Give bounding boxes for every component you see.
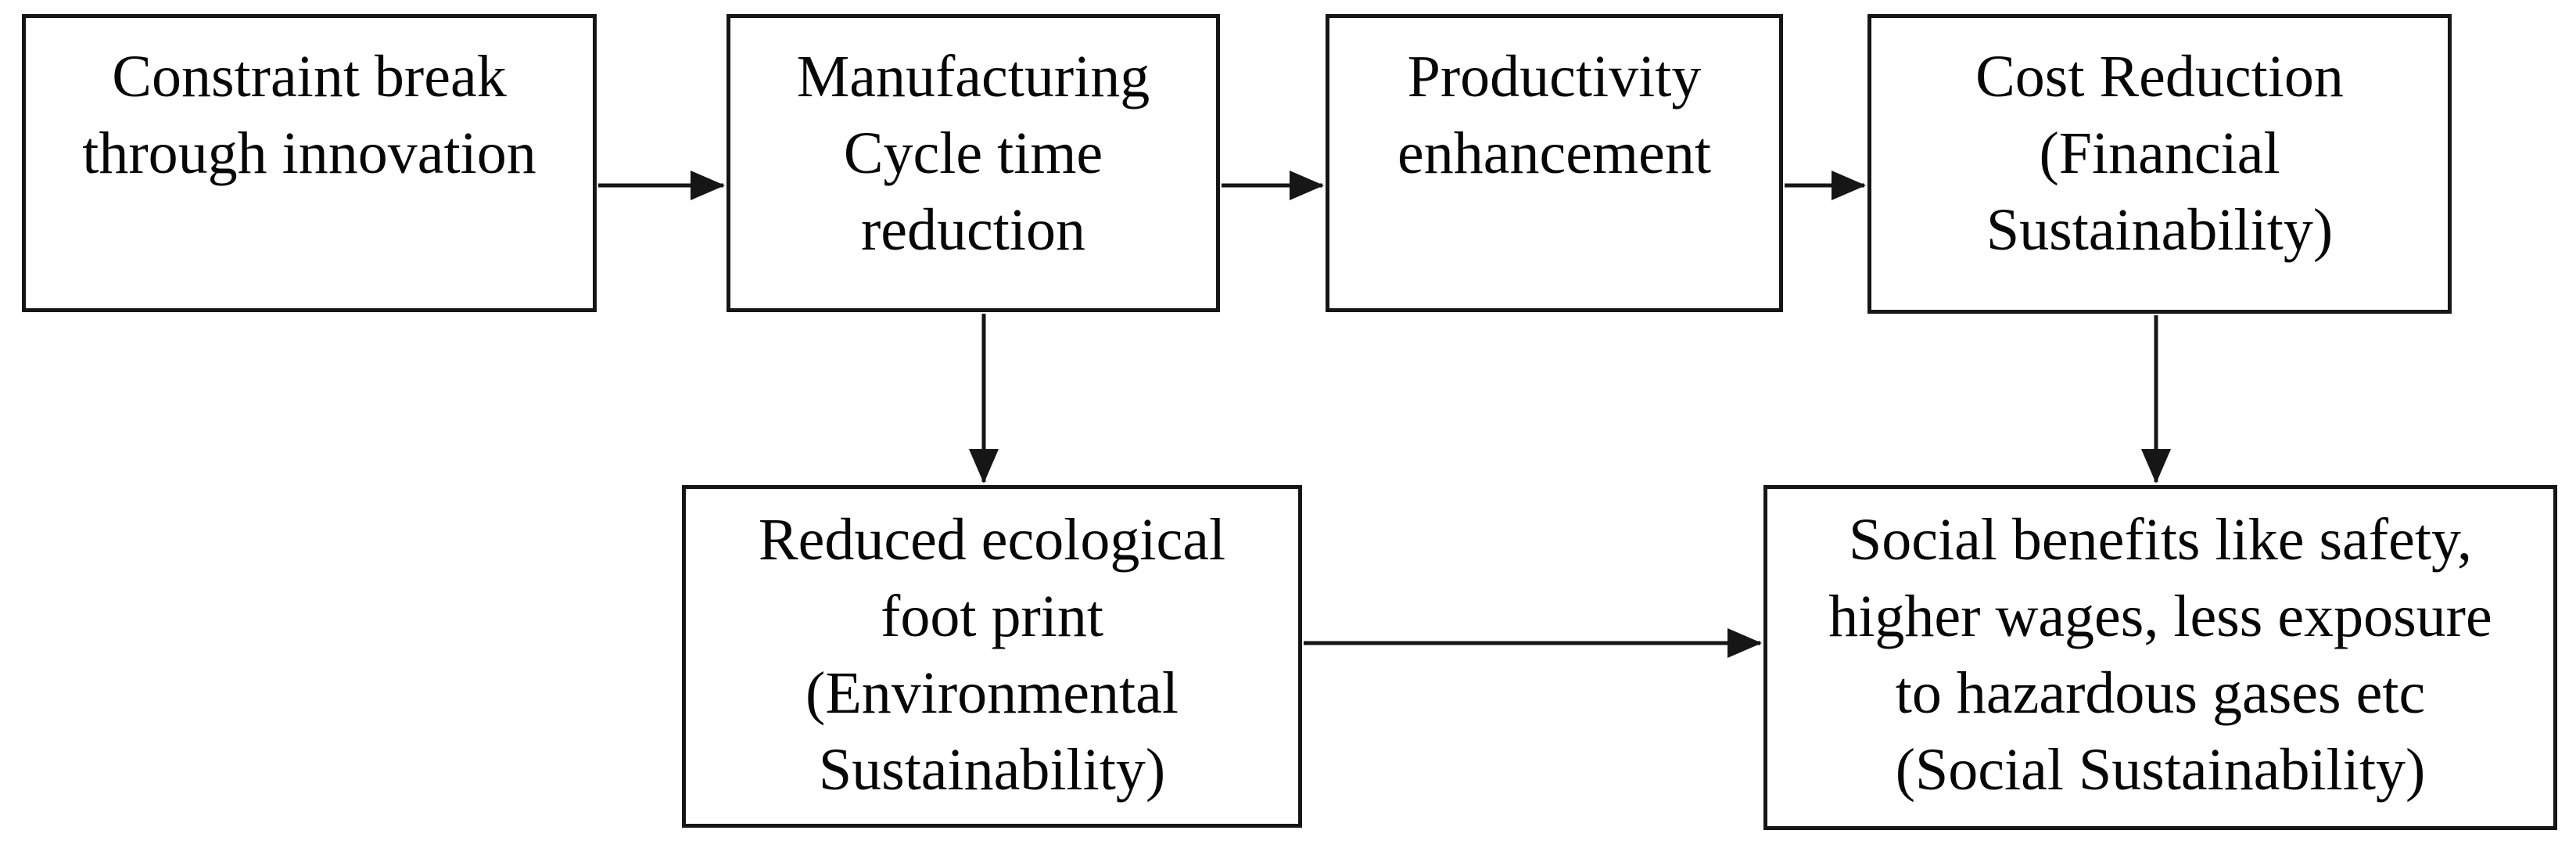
node-line: Sustainability) [1986,197,2334,263]
node-ecological-footprint: Reduced ecological foot print (Environme… [682,485,1302,828]
node-cycle-time-reduction: Manufacturing Cycle time reduction [727,14,1220,312]
node-line: (Environmental [805,660,1179,726]
node-social-benefits: Social benefits like safety, higher wage… [1763,485,2557,830]
node-line: through innovation [82,120,536,186]
node-productivity-enhancement: Productivity enhancement [1326,14,1783,312]
node-line: (Social Sustainability) [1895,737,2426,803]
node-line: Productivity [1407,44,1702,110]
node-line: Constraint break [112,44,507,110]
node-cost-reduction: Cost Reduction (Financial Sustainability… [1867,14,2452,314]
node-constraint-breakthrough: Constraint break through innovation [22,14,597,312]
node-line: Cycle time [843,120,1103,186]
node-line: Manufacturing [796,44,1150,110]
node-line: Social benefits like safety, [1848,507,2473,573]
node-line: reduction [860,197,1085,263]
node-line: Cost Reduction [1975,44,2344,110]
node-line: (Financial [2039,120,2280,186]
node-line: Reduced ecological [758,507,1226,573]
node-line: to hazardous gases etc [1895,660,2426,726]
node-line: foot print [881,584,1103,649]
node-line: higher wages, less exposure [1828,584,2492,649]
node-line: Sustainability) [818,737,1166,803]
node-line: enhancement [1397,120,1711,186]
